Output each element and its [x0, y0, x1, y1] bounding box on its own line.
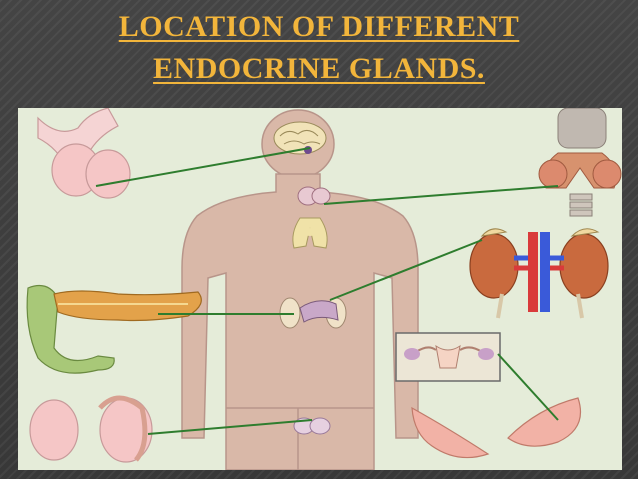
brain-pituitary-icon: [273, 121, 327, 155]
endocrine-diagram: [18, 108, 622, 470]
ovary-icon: [395, 332, 501, 382]
title-line-1: LOCATION OF DIFFERENT: [118, 10, 520, 43]
thymus-small-icon: [304, 228, 316, 236]
ovary-enlarged-icon: [411, 397, 582, 459]
pancreas-icon: [26, 285, 202, 374]
body-detail-lines: [226, 407, 374, 470]
testes-icon: [29, 395, 153, 463]
thyroid-body-icon: [297, 186, 331, 206]
kidney-adrenal-icon: [469, 228, 609, 319]
title-line-2: ENDOCRINE GLANDS.: [153, 52, 485, 85]
diagram-svg: [26, 108, 622, 470]
slide-title: LOCATION OF DIFFERENT ENDOCRINE GLANDS.: [0, 6, 638, 90]
pituitary-enlarged-icon: [37, 108, 131, 199]
thyroid-enlarged-icon: [538, 108, 622, 217]
pointer-lines: [95, 147, 559, 435]
kidneys-body-icon: [279, 297, 347, 329]
thymus-body-icon: [292, 217, 328, 249]
